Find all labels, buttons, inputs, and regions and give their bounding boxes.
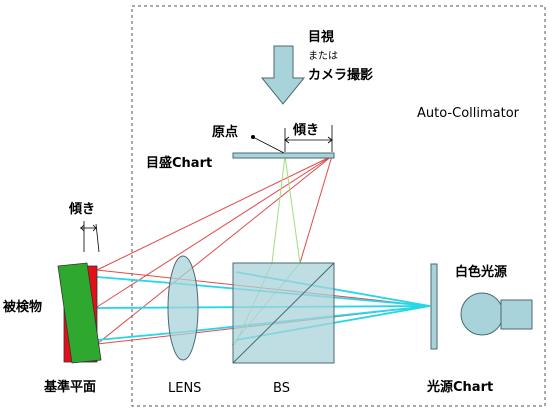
tilt-label-top: 傾き — [292, 122, 319, 138]
specimen-label: 被検物 — [2, 299, 42, 315]
beam-splitter — [232, 262, 335, 364]
observation-arrow-icon — [260, 45, 306, 105]
autocollimator-boundary — [131, 5, 546, 407]
tilt-indicator-left — [80, 221, 100, 253]
red-beams — [96, 155, 431, 345]
bs-label: BS — [273, 381, 290, 396]
white-light-source-label: 白色光源 — [455, 264, 507, 280]
specimen-block — [57, 262, 102, 364]
reference-plane-label: 基準平面 — [43, 379, 96, 395]
autocollimator-label: Auto-Collimator — [417, 106, 520, 121]
light-source-chart-plate — [430, 263, 438, 350]
tilt-indicator-top — [284, 125, 333, 152]
observation-title-line1: 目視 — [308, 29, 334, 45]
tilt-label-left: 傾き — [68, 201, 95, 217]
scale-chart-label: 目盛Chart — [146, 155, 212, 171]
lens-label: LENS — [168, 381, 201, 396]
origin-label: 原点 — [212, 124, 238, 140]
observation-title-line2: または — [308, 50, 338, 62]
scale-chart-plate — [232, 152, 335, 159]
observation-title-line3: カメラ撮影 — [308, 67, 373, 83]
light-source-chart-label: 光源Chart — [426, 379, 493, 395]
specimen-assembly — [57, 262, 102, 364]
lens — [167, 255, 199, 361]
white-light-source — [460, 292, 533, 336]
origin-marker — [251, 135, 285, 154]
